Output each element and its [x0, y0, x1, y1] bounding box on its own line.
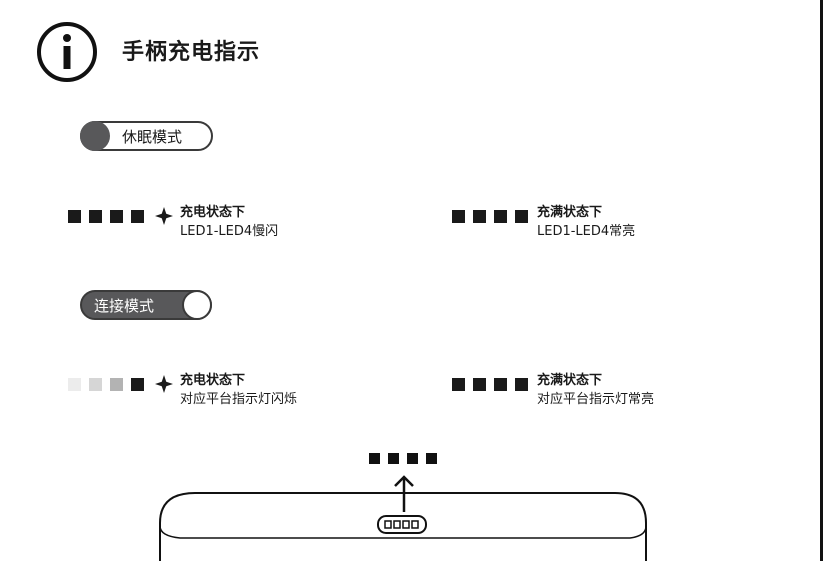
led-3 [494, 210, 507, 223]
led-row [68, 210, 144, 223]
controller-led-1 [369, 453, 380, 464]
controller-outline [159, 492, 647, 561]
led-4 [515, 378, 528, 391]
led-1 [68, 210, 81, 223]
led-4 [515, 210, 528, 223]
status-title: 充电状态下 [180, 205, 246, 220]
toggle-knob [182, 290, 212, 320]
info-icon [37, 22, 97, 82]
led-1 [452, 210, 465, 223]
led-3 [494, 378, 507, 391]
connect-mode-label: 连接模式 [94, 296, 155, 315]
status-description: LED1-LED4常亮 [537, 224, 636, 239]
led-1 [452, 378, 465, 391]
led-2 [89, 378, 102, 391]
led-row [68, 378, 144, 391]
toggle-knob [80, 121, 110, 151]
controller-led-4 [426, 453, 437, 464]
led-3 [110, 210, 123, 223]
status-title: 充电状态下 [180, 373, 246, 388]
led-row [452, 210, 528, 223]
sleep-mode-label: 休眠模式 [122, 127, 183, 146]
blink-sparkle-icon [155, 207, 173, 225]
connect-mode-toggle: 连接模式 [80, 290, 212, 320]
controller-led-2 [388, 453, 399, 464]
status-description: 对应平台指示灯常亮 [537, 392, 655, 407]
controller-led-window [377, 515, 427, 534]
page-edge-rule [820, 0, 823, 561]
controller-top-view [159, 453, 647, 561]
status-description: LED1-LED4慢闪 [180, 224, 279, 239]
blink-sparkle-icon [155, 375, 173, 393]
led-1 [68, 378, 81, 391]
led-row [452, 378, 528, 391]
status-title: 充满状态下 [537, 373, 603, 388]
controller-diagram [150, 448, 660, 561]
led-2 [473, 210, 486, 223]
up-arrow-icon [394, 475, 414, 512]
led-4 [131, 210, 144, 223]
led-3 [110, 378, 123, 391]
led-4 [131, 378, 144, 391]
controller-led-3 [407, 453, 418, 464]
page-title: 手柄充电指示 [122, 40, 261, 65]
status-description: 对应平台指示灯闪烁 [180, 392, 298, 407]
controller-led-row [369, 453, 437, 464]
controller-edge-line [159, 525, 647, 539]
sleep-mode-toggle: 休眠模式 [80, 121, 213, 151]
status-title: 充满状态下 [537, 205, 603, 220]
led-2 [89, 210, 102, 223]
led-2 [473, 378, 486, 391]
